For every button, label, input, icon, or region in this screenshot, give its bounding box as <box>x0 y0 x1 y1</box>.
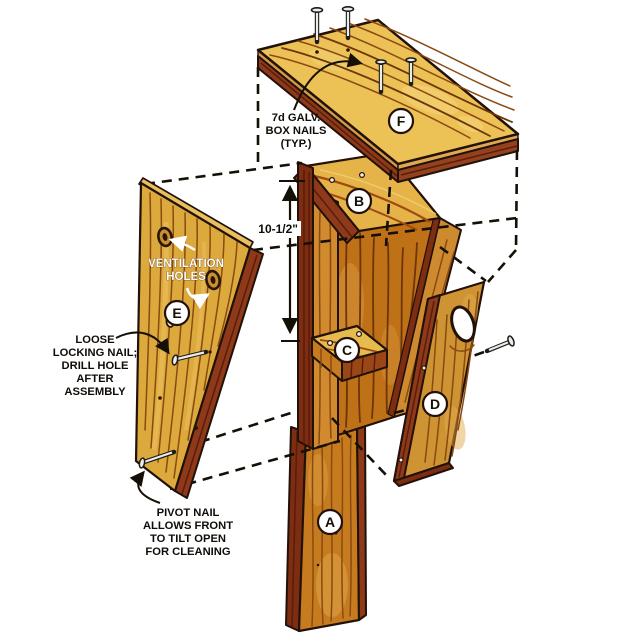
nail-hole <box>359 172 366 179</box>
part-letter: E <box>172 305 181 321</box>
callout-line: BOX NAILS <box>266 125 327 137</box>
part-label-c: C <box>333 336 361 364</box>
callout-line: AFTER <box>76 373 113 385</box>
dashed-guides <box>144 67 519 491</box>
callout-line: TO TILT OPEN <box>150 533 226 545</box>
ventilation-hole-icon <box>205 269 221 291</box>
callout-line: DRILL HOLE <box>62 360 129 372</box>
roof-nails <box>310 6 417 95</box>
callout-line: ALLOWS FRONT <box>143 520 233 532</box>
callout-line: (TYP.) <box>281 138 312 150</box>
wood-highlight <box>401 84 459 116</box>
part-label-a: A <box>316 508 344 536</box>
nail-icon <box>375 59 387 95</box>
locking-nail-icon <box>171 349 209 366</box>
callout-line: FOR CLEANING <box>145 546 230 558</box>
nail-hole <box>327 340 334 347</box>
callout-line: ASSEMBLY <box>64 386 126 398</box>
nail-icon <box>341 6 355 41</box>
callout-line: LOCKING NAIL; <box>53 347 138 359</box>
part-letter: A <box>325 514 335 530</box>
part-label-f: F <box>387 107 415 135</box>
part-label-b: B <box>345 187 373 215</box>
callout-locking-nail: LOOSE LOCKING NAIL; DRILL HOLE AFTER ASS… <box>53 331 170 398</box>
part-letter: C <box>342 342 352 358</box>
pivot-nail-icon <box>138 449 177 469</box>
callout-line: PIVOT NAIL <box>157 507 220 519</box>
wood-highlight <box>380 325 400 385</box>
part-letter: B <box>354 193 364 209</box>
dimension-text: 10-1/2" <box>258 222 298 236</box>
part-letter: F <box>397 113 406 129</box>
wood-highlight <box>308 49 352 71</box>
callout-line: HOLES <box>166 271 206 283</box>
dimension-annotation: 10-1/2" <box>258 180 305 342</box>
nail-hole <box>356 331 363 338</box>
nail-hole <box>421 365 427 371</box>
callout-line: LOOSE <box>75 334 115 346</box>
entrance-hole-icon <box>450 305 476 343</box>
front-panel-e <box>134 177 264 499</box>
callout-ventilation: VENTILATION HOLES <box>148 235 224 310</box>
callout-line: 7d GALV. <box>272 112 321 124</box>
callout-pivot-nail: PIVOT NAIL ALLOWS FRONT TO TILT OPEN FOR… <box>129 470 233 558</box>
wood-highlight <box>308 454 328 506</box>
nail-hole <box>329 177 336 184</box>
part-label-d: D <box>421 390 449 418</box>
nail-icon <box>405 57 417 87</box>
wood-highlight <box>184 241 207 431</box>
nail-mark <box>346 48 350 52</box>
part-letter: D <box>430 396 440 412</box>
part-label-e: E <box>163 299 191 327</box>
nail-icon <box>310 7 324 45</box>
spacer-block-c <box>310 324 389 382</box>
side-nail-icon <box>484 335 515 354</box>
callout-line: VENTILATION <box>148 258 224 270</box>
wood-highlight <box>456 115 484 133</box>
nail-hole <box>398 457 404 463</box>
callout-box-nails: 7d GALV. BOX NAILS (TYP.) <box>266 52 363 150</box>
nail-mark <box>315 50 319 54</box>
side-panel-d <box>392 280 486 487</box>
